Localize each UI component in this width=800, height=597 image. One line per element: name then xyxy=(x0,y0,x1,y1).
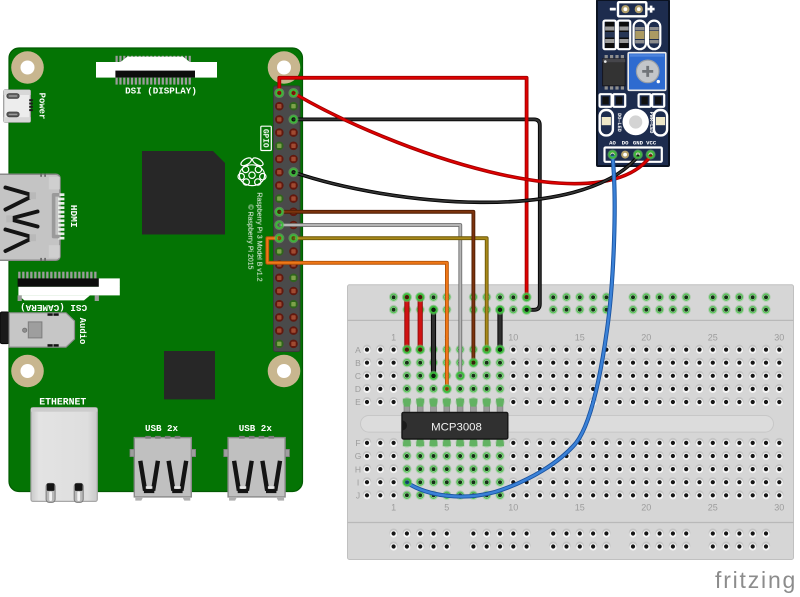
svg-text:Power: Power xyxy=(37,93,47,120)
svg-text:20: 20 xyxy=(641,503,651,513)
svg-text:20: 20 xyxy=(641,333,651,343)
svg-text:25: 25 xyxy=(708,333,718,343)
svg-text:10: 10 xyxy=(508,333,518,343)
svg-text:G: G xyxy=(355,451,362,461)
svg-text:D: D xyxy=(355,384,361,394)
svg-text:GPIO: GPIO xyxy=(261,129,269,148)
svg-text:ETHERNET: ETHERNET xyxy=(39,397,86,408)
svg-text:C: C xyxy=(355,371,361,381)
svg-text:USB 2x: USB 2x xyxy=(145,423,179,434)
svg-text:1: 1 xyxy=(391,333,396,343)
svg-text:CSI (CAMERA): CSI (CAMERA) xyxy=(20,302,87,313)
svg-text:Raspberry Pi 3 Model B v1.2: Raspberry Pi 3 Model B v1.2 xyxy=(255,192,262,281)
svg-text:25: 25 xyxy=(708,503,718,513)
svg-text:B: B xyxy=(355,358,361,368)
svg-text:30: 30 xyxy=(774,503,784,513)
svg-text:USB 2x: USB 2x xyxy=(239,423,273,434)
svg-text:fritzing: fritzing xyxy=(715,567,797,593)
svg-text:15: 15 xyxy=(575,333,585,343)
svg-text:GND: GND xyxy=(633,140,644,147)
svg-text:DSI (DISPLAY): DSI (DISPLAY) xyxy=(125,85,197,96)
svg-text:HDMI: HDMI xyxy=(68,205,79,228)
svg-text:H: H xyxy=(355,464,361,474)
svg-text:J: J xyxy=(356,491,360,501)
svg-text:DO: DO xyxy=(622,140,629,147)
svg-text:AO: AO xyxy=(609,140,616,147)
svg-text:© Raspberry Pi 2015: © Raspberry Pi 2015 xyxy=(246,204,254,269)
svg-text:A: A xyxy=(355,345,361,355)
svg-text:F: F xyxy=(355,438,360,448)
svg-text:1: 1 xyxy=(391,503,396,513)
svg-text:MCP3008: MCP3008 xyxy=(431,421,482,433)
svg-text:I: I xyxy=(357,477,359,487)
svg-text:30: 30 xyxy=(774,333,784,343)
svg-text:E: E xyxy=(355,397,361,407)
svg-text:Audio: Audio xyxy=(77,318,87,345)
svg-text:15: 15 xyxy=(575,503,585,513)
svg-text:5: 5 xyxy=(444,503,449,513)
svg-text:10: 10 xyxy=(508,503,518,513)
svg-text:VCC: VCC xyxy=(646,140,657,147)
svg-text:DO—LED: DO—LED xyxy=(616,113,622,132)
svg-text:PWR—LED: PWR—LED xyxy=(648,112,654,134)
